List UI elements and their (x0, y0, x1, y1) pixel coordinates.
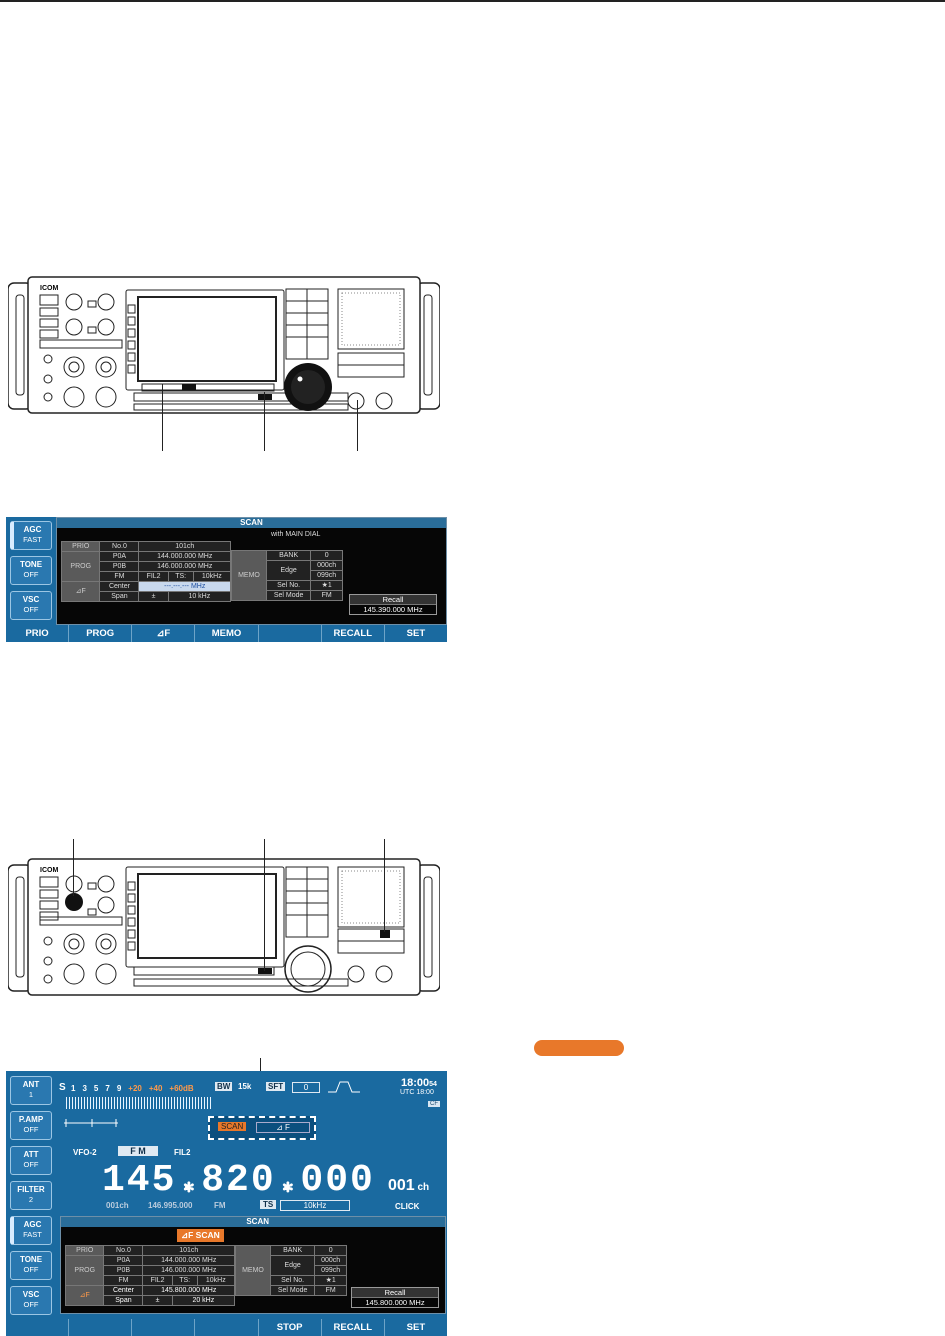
click-indicator: CLICK (395, 1202, 420, 1211)
sub-mode: FM (214, 1201, 226, 1210)
memory-channel: 001 ch (388, 1177, 430, 1194)
main-dial-note: with MAIN DIAL (271, 531, 321, 538)
radio-front-panel-1: ICOM (8, 276, 440, 414)
memo-key[interactable]: MEMO (195, 625, 259, 642)
center-field[interactable]: ---.---.--- MHz (138, 581, 231, 592)
main-frequency: 145.820.000 (102, 1159, 375, 1202)
ts-value: 10kHz (280, 1200, 350, 1211)
cf-indicator: CF (428, 1101, 440, 1107)
panel-title: SCAN (57, 518, 446, 528)
radio-front-panel-2: ICOM (8, 858, 440, 996)
blank-key[interactable] (195, 1319, 259, 1336)
set-key[interactable]: SET (384, 1319, 447, 1336)
tuning-scale-icon (64, 1119, 118, 1127)
callout-line (73, 839, 74, 896)
ts-label: TS (260, 1200, 277, 1209)
vfo-label: VFO-2 (73, 1148, 97, 1157)
prog-key[interactable]: PROG (69, 625, 133, 642)
function-key-bar: PRIO PROG ⊿F MEMO RECALL SET (6, 625, 447, 642)
blank-key[interactable] (6, 1319, 70, 1336)
s-meter-bar (66, 1097, 212, 1109)
df-key[interactable]: ⊿F (132, 625, 196, 642)
blank-key[interactable] (69, 1319, 133, 1336)
flash-icon: ✻ (183, 1179, 195, 1195)
recall-box: Recall 145.390.000 MHz (349, 594, 437, 615)
utc-time: UTC 18:00 (400, 1089, 434, 1096)
brand-logo: ICOM (40, 867, 58, 874)
bw-label: BW (215, 1082, 233, 1091)
callout-line (357, 400, 358, 451)
sub-frequency: 146.995.000 (148, 1201, 193, 1210)
recall-key[interactable]: RECALL (321, 625, 385, 642)
sft-label: SFT (266, 1082, 286, 1091)
callout-line (162, 384, 163, 451)
blank-key[interactable] (132, 1319, 196, 1336)
s-meter-scale: 1 3 5 7 9 +20 +40 +60dB (71, 1084, 194, 1093)
blank-key[interactable] (258, 625, 322, 642)
scan-indicator: SCAN (218, 1122, 247, 1131)
df-indicator: ⊿ F (256, 1122, 310, 1133)
clock-time: 18:0054 (401, 1077, 437, 1089)
brand-logo: ICOM (40, 285, 58, 292)
function-key-bar: STOP RECALL SET (6, 1319, 447, 1336)
recall-key[interactable]: RECALL (321, 1319, 385, 1336)
page-rule (0, 0, 945, 2)
set-key[interactable]: SET (384, 625, 447, 642)
note-label (534, 1040, 624, 1056)
filter-shape-icon (328, 1081, 360, 1093)
flash-icon: ✻ (282, 1179, 294, 1195)
scan-indicator-highlight: SCAN ⊿ F (208, 1116, 316, 1140)
sft-value: 0 (292, 1082, 320, 1093)
s-meter-label: S (59, 1082, 66, 1093)
bw-value: 15k (238, 1082, 252, 1091)
mode-indicator: F M (118, 1146, 158, 1156)
panel-title: SCAN (61, 1217, 445, 1227)
stop-key[interactable]: STOP (258, 1319, 322, 1336)
center-field[interactable]: 145.800.000 MHz (142, 1285, 235, 1296)
sub-channel: 001ch (106, 1201, 129, 1210)
prio-key[interactable]: PRIO (6, 625, 70, 642)
callout-line (384, 839, 385, 932)
callout-line (264, 392, 265, 451)
callout-line (264, 839, 265, 971)
filter-indicator: FIL2 (174, 1148, 191, 1157)
df-scan-badge: ⊿F SCAN (177, 1229, 224, 1242)
recall-box: Recall 145.800.000 MHz (351, 1287, 439, 1308)
